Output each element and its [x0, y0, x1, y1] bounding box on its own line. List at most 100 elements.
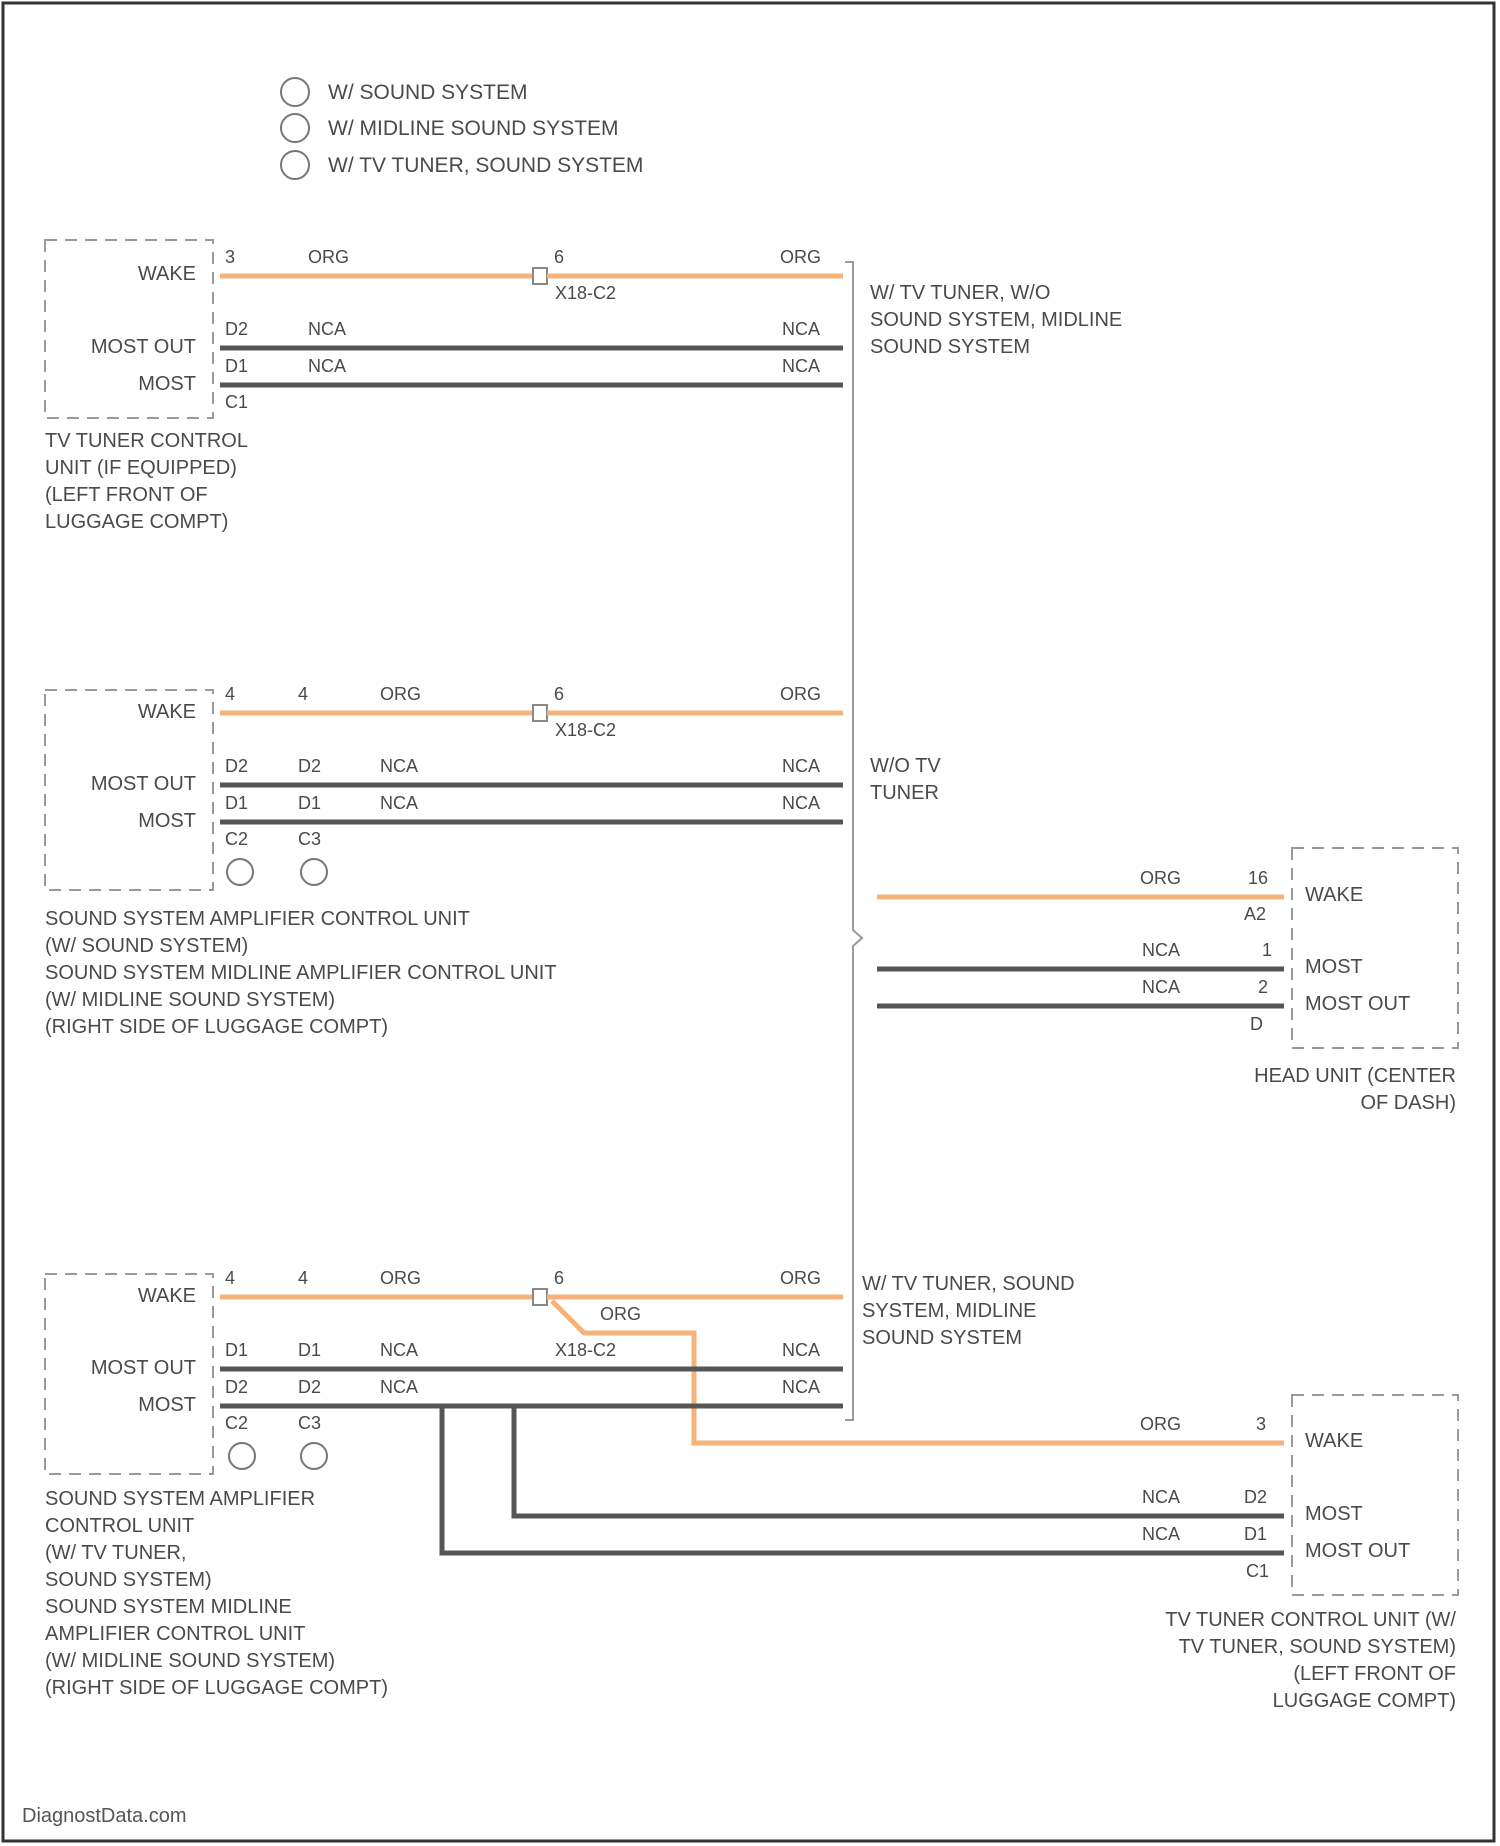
legend-symbol-3-icon	[281, 151, 309, 179]
pin-num-most: 1	[1262, 940, 1272, 960]
component-name-line-1: TV TUNER CONTROL UNIT (W/	[1165, 1609, 1456, 1631]
component-box	[1292, 1395, 1458, 1595]
pin-label-most: MOST	[138, 810, 196, 832]
splice-pin: 6	[554, 684, 564, 704]
note-line-2: TUNER	[870, 782, 939, 804]
pin-label-most-out: MOST OUT	[1305, 993, 1410, 1015]
component-name-line-8: (RIGHT SIDE OF LUGGAGE COMPT)	[45, 1677, 388, 1699]
legend: W/ SOUND SYSTEM W/ MIDLINE SOUND SYSTEM …	[281, 78, 643, 179]
connector-label: X18-C2	[555, 720, 616, 740]
pin-a-extra: C2	[225, 829, 248, 849]
pin-a-extra: C2	[225, 1413, 248, 1433]
component-name-line-4: (W/ MIDLINE SOUND SYSTEM)	[45, 989, 335, 1011]
component-name-line-2: (W/ SOUND SYSTEM)	[45, 935, 248, 957]
pin-label-most-out: MOST OUT	[91, 336, 196, 358]
pin-b-most-out: D1	[298, 1340, 321, 1360]
pin-label-most: MOST	[1305, 956, 1363, 978]
component-name-line-1: SOUND SYSTEM AMPLIFIER	[45, 1488, 315, 1510]
component-name-line-1: HEAD UNIT (CENTER	[1254, 1065, 1456, 1087]
wire-color-nca2-right: NCA	[782, 356, 820, 376]
note-line-2: SYSTEM, MIDLINE	[862, 1300, 1036, 1322]
splice-connector	[533, 705, 547, 721]
wire-color-most: NCA	[1142, 940, 1180, 960]
pin-num-wake: 16	[1248, 868, 1268, 888]
pin-num-most-out: D1	[1244, 1524, 1267, 1544]
pin-a-most: D1	[225, 793, 248, 813]
variant-symbol-a-icon	[227, 859, 253, 885]
pin-b-most: D2	[298, 1377, 321, 1397]
pin-num-wake: 3	[225, 247, 235, 267]
pin-a-most-out: D1	[225, 1340, 248, 1360]
legend-symbol-1-icon	[281, 78, 309, 106]
wire-color-nca1-left: NCA	[380, 756, 418, 776]
pin-label-most: MOST	[138, 373, 196, 395]
wire-color-wake-right: ORG	[780, 684, 821, 704]
component-name-line-2: TV TUNER, SOUND SYSTEM)	[1179, 1636, 1456, 1658]
wire-color-nca2-left: NCA	[308, 356, 346, 376]
wire-color-nca1-right: NCA	[782, 756, 820, 776]
variant-symbol-b-icon	[301, 1443, 327, 1469]
wire-color-nca1-right: NCA	[782, 319, 820, 339]
pin-label-wake: WAKE	[138, 701, 196, 723]
wire-color-nca2-right: NCA	[782, 793, 820, 813]
component-box	[1292, 848, 1458, 1048]
wire-color-branch: ORG	[600, 1304, 641, 1324]
watermark: DiagnostData.com	[22, 1805, 187, 1827]
wire-color-wake-left: ORG	[380, 1268, 421, 1288]
note-line-1: W/ TV TUNER, SOUND	[862, 1273, 1075, 1295]
pin-label-wake: WAKE	[138, 1285, 196, 1307]
wire-color-nca2-right: NCA	[782, 1377, 820, 1397]
connector-label: X18-C2	[555, 283, 616, 303]
component-name-line-1: SOUND SYSTEM AMPLIFIER CONTROL UNIT	[45, 908, 470, 930]
component-name-line-4: LUGGAGE COMPT)	[1273, 1690, 1456, 1712]
wire-color-nca2-left: NCA	[380, 793, 418, 813]
variant-symbol-a-icon	[229, 1443, 255, 1469]
variant-symbol-b-icon	[301, 859, 327, 885]
pin-b-extra: C3	[298, 829, 321, 849]
component-name-line-4: SOUND SYSTEM)	[45, 1569, 212, 1591]
bus-bracket	[845, 262, 862, 1420]
pin-b-most-out: D2	[298, 756, 321, 776]
pin-num-extra: C1	[1246, 1561, 1269, 1581]
component-name-line-1: TV TUNER CONTROL	[45, 430, 248, 452]
component-name-line-3: (LEFT FRONT OF	[1293, 1663, 1456, 1685]
pin-b-most: D1	[298, 793, 321, 813]
pin-a-most-out: D2	[225, 756, 248, 776]
component-name-line-3: (W/ TV TUNER,	[45, 1542, 186, 1564]
pin-b-extra: C3	[298, 1413, 321, 1433]
component-name-line-6: AMPLIFIER CONTROL UNIT	[45, 1623, 305, 1645]
block-head-unit: ORG NCA NCA 16 A2 1 2 D WAKE MOST MOST O…	[877, 848, 1458, 1114]
component-name-line-5: SOUND SYSTEM MIDLINE	[45, 1596, 292, 1618]
pin-num-wake-conn: A2	[1244, 904, 1266, 924]
component-name-line-2: OF DASH)	[1360, 1092, 1456, 1114]
component-name-line-2: UNIT (IF EQUIPPED)	[45, 457, 237, 479]
wire-color-most-out: NCA	[1142, 1524, 1180, 1544]
pin-label-most-out: MOST OUT	[1305, 1540, 1410, 1562]
component-name-line-7: (W/ MIDLINE SOUND SYSTEM)	[45, 1650, 335, 1672]
component-name-line-2: CONTROL UNIT	[45, 1515, 194, 1537]
block-sound-system-amplifier-2: WAKE MOST OUT MOST 4 D1 D2 C2 4 D1 D2 C3…	[45, 1268, 1284, 1699]
pin-label-wake: WAKE	[1305, 884, 1363, 906]
wire-color-nca1-right: NCA	[782, 1340, 820, 1360]
pin-num-most-out: 2	[1258, 977, 1268, 997]
pin-label-wake: WAKE	[1305, 1430, 1363, 1452]
pin-num-extra: D	[1250, 1014, 1263, 1034]
wire-color-wake: ORG	[1140, 868, 1181, 888]
splice-pin: 6	[554, 247, 564, 267]
pin-a-wake: 4	[225, 684, 235, 704]
pin-label-most-out: MOST OUT	[91, 773, 196, 795]
pin-num-most: D2	[1244, 1487, 1267, 1507]
pin-label-wake: WAKE	[138, 263, 196, 285]
wire-color-most-out: NCA	[1142, 977, 1180, 997]
note-line-3: SOUND SYSTEM	[870, 336, 1030, 358]
pin-num-extra: C1	[225, 392, 248, 412]
pin-label-most: MOST	[1305, 1503, 1363, 1525]
component-name-line-5: (RIGHT SIDE OF LUGGAGE COMPT)	[45, 1016, 388, 1038]
wire-color-wake-right: ORG	[780, 1268, 821, 1288]
pin-num-wake: 3	[1256, 1414, 1266, 1434]
pin-label-most-out: MOST OUT	[91, 1357, 196, 1379]
wire-color-wake-right: ORG	[780, 247, 821, 267]
component-name-line-3: SOUND SYSTEM MIDLINE AMPLIFIER CONTROL U…	[45, 962, 557, 984]
block-tv-tuner-control-unit-1: WAKE MOST OUT MOST 3 D2 D1 C1 ORG ORG 6 …	[45, 240, 1122, 533]
